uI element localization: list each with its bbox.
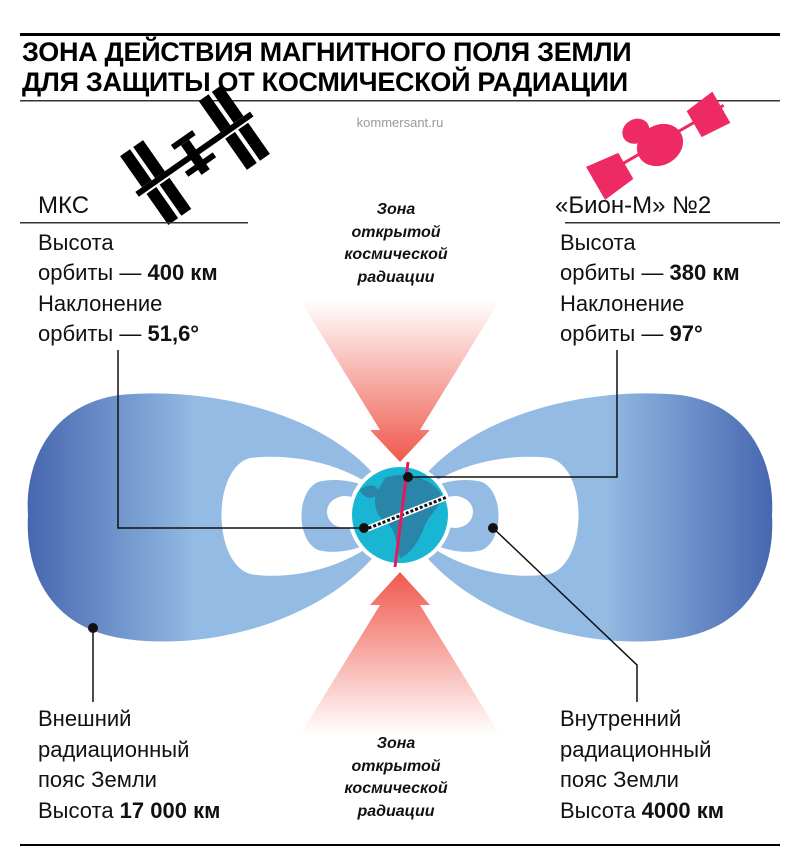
svg-text:радиации: радиации [356, 269, 434, 286]
bion-rule [565, 222, 780, 224]
svg-text:Зона: Зона [377, 735, 416, 752]
iss-line-4: орбиты — 51,6° [38, 321, 199, 346]
svg-text:Высота 4000 км: Высота 4000 км [560, 798, 724, 823]
svg-text:пояс Земли: пояс Земли [38, 767, 157, 792]
svg-text:Высота 17 000 км: Высота 17 000 км [38, 798, 220, 823]
bion-line-4: орбиты — 97° [560, 321, 703, 346]
source-label: kommersant.ru [357, 115, 444, 130]
svg-text:радиационный: радиационный [560, 737, 711, 762]
title-rule [20, 100, 780, 102]
inner-belt-dot [488, 523, 498, 533]
bion-line-3: Наклонение [560, 291, 684, 316]
outer-belt-left [27, 393, 400, 642]
svg-text:Внутренний: Внутренний [560, 706, 681, 731]
bion-info: Высота орбиты — 380 км Наклонение орбиты… [560, 230, 740, 346]
outer-belt-right [400, 393, 773, 642]
svg-text:пояс Земли: пояс Земли [560, 767, 679, 792]
leader-lines [92, 350, 638, 702]
bion-name: «Бион-М» №2 [555, 192, 711, 219]
svg-text:открытой: открытой [351, 758, 440, 775]
iss-line-1: Высота [38, 230, 114, 255]
iss-name: МКС [38, 192, 89, 219]
earth-globe-icon [348, 461, 452, 568]
iss-line-3: Наклонение [38, 291, 162, 316]
bion-satellite-icon [586, 91, 731, 200]
outer-belt-dot [88, 623, 98, 633]
bottom-rule [20, 844, 780, 846]
zone-label-top: Зона открытой космической радиации [344, 201, 448, 286]
svg-text:Зона: Зона [377, 201, 416, 218]
svg-text:радиации: радиации [356, 803, 434, 820]
svg-text:радиационный: радиационный [38, 737, 189, 762]
bion-line-1: Высота [560, 230, 636, 255]
iss-inclination: 51,6° [147, 321, 199, 346]
iss-line-2: орбиты — 400 км [38, 260, 218, 285]
iss-rule [20, 222, 248, 224]
zone-label-bottom: Зона открытой космической радиации [344, 735, 448, 820]
radiation-arrow-top [300, 300, 500, 462]
bion-altitude: 380 км [669, 260, 739, 285]
outer-belt-altitude: 17 000 км [120, 798, 221, 823]
iss-info: Высота орбиты — 400 км Наклонение орбиты… [38, 230, 218, 346]
svg-text:космической: космической [344, 780, 448, 797]
outer-belt-info: Внешний радиационный пояс Земли Высота 1… [38, 706, 220, 823]
iss-altitude: 400 км [147, 260, 217, 285]
svg-text:открытой: открытой [351, 224, 440, 241]
svg-text:космической: космической [344, 246, 448, 263]
bion-line-2: орбиты — 380 км [560, 260, 740, 285]
svg-text:Внешний: Внешний [38, 706, 131, 731]
bion-orbit-dot [403, 472, 413, 482]
iss-icon [120, 85, 270, 225]
radiation-arrow-bottom [300, 572, 500, 735]
title-line-2: ДЛЯ ЗАЩИТЫ ОТ КОСМИЧЕСКОЙ РАДИАЦИИ [22, 66, 628, 97]
iss-orbit-dot [359, 523, 369, 533]
title-line-1: ЗОНА ДЕЙСТВИЯ МАГНИТНОГО ПОЛЯ ЗЕМЛИ [22, 36, 631, 67]
top-rule [20, 33, 780, 36]
inner-belt-info: Внутренний радиационный пояс Земли Высот… [560, 706, 724, 823]
inner-belt-altitude: 4000 км [642, 798, 724, 823]
bion-inclination: 97° [669, 321, 702, 346]
